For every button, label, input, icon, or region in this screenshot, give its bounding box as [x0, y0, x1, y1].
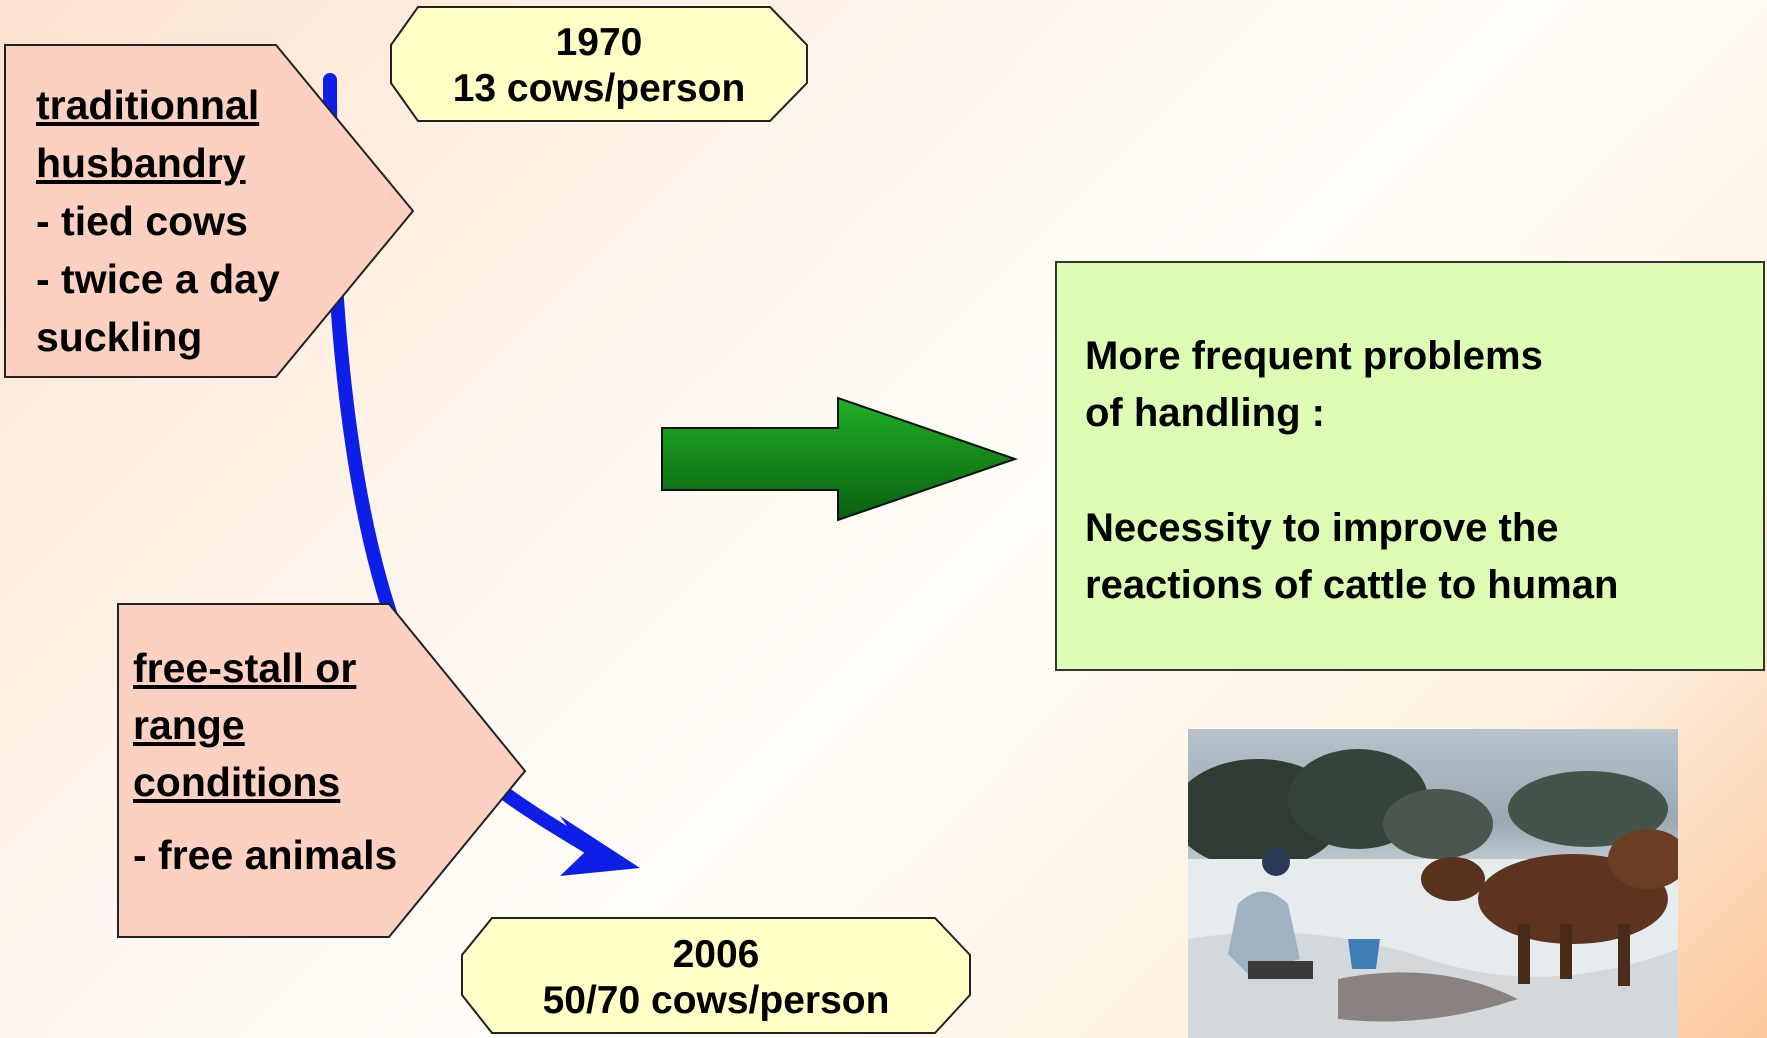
year-1970: 1970 — [555, 21, 643, 64]
freestall-heading-2: range — [133, 702, 245, 748]
traditional-item: - twice a day — [36, 256, 280, 302]
conclusion-line-2: of handling : — [1085, 391, 1325, 435]
freestall-box — [117, 603, 527, 938]
freestall-heading-1: free-stall or — [133, 645, 357, 691]
ratio-2006: 50/70 cows/person — [542, 979, 890, 1022]
traditional-box — [4, 44, 415, 378]
conclusion-line-1: More frequent problems — [1085, 334, 1543, 378]
freestall-text: free-stall or range conditions - free an… — [133, 640, 397, 884]
conclusion-line-3: Necessity to improve the — [1085, 506, 1559, 550]
conclusion-line-4: reactions of cattle to human — [1085, 563, 1619, 607]
ratio-1970: 13 cows/person — [452, 67, 746, 110]
traditional-heading-2: husbandry — [36, 140, 246, 186]
year-2006: 2006 — [672, 933, 760, 976]
traditional-heading-1: traditionnal — [36, 82, 260, 128]
timeline-arrowhead — [560, 816, 640, 876]
year-2006-label: 2006 50/70 cows/person — [462, 932, 970, 1024]
year-1970-box — [390, 6, 808, 122]
freestall-heading-3: conditions — [133, 759, 341, 805]
cattle-photo-image — [1188, 749, 1678, 1038]
freestall-item: - free animals — [133, 832, 398, 878]
traditional-item: - tied cows — [36, 198, 248, 244]
traditional-item: suckling — [36, 314, 203, 360]
conclusion-text: More frequent problems of handling : Nec… — [1085, 328, 1618, 614]
year-2006-box — [461, 917, 971, 1034]
cattle-photo — [1188, 729, 1678, 1038]
traditional-text: traditionnal husbandry - tied cows - twi… — [36, 76, 280, 366]
conclusion-box — [1055, 261, 1765, 671]
year-1970-label: 1970 13 cows/person — [391, 20, 807, 112]
green-right-arrow — [661, 396, 1019, 522]
